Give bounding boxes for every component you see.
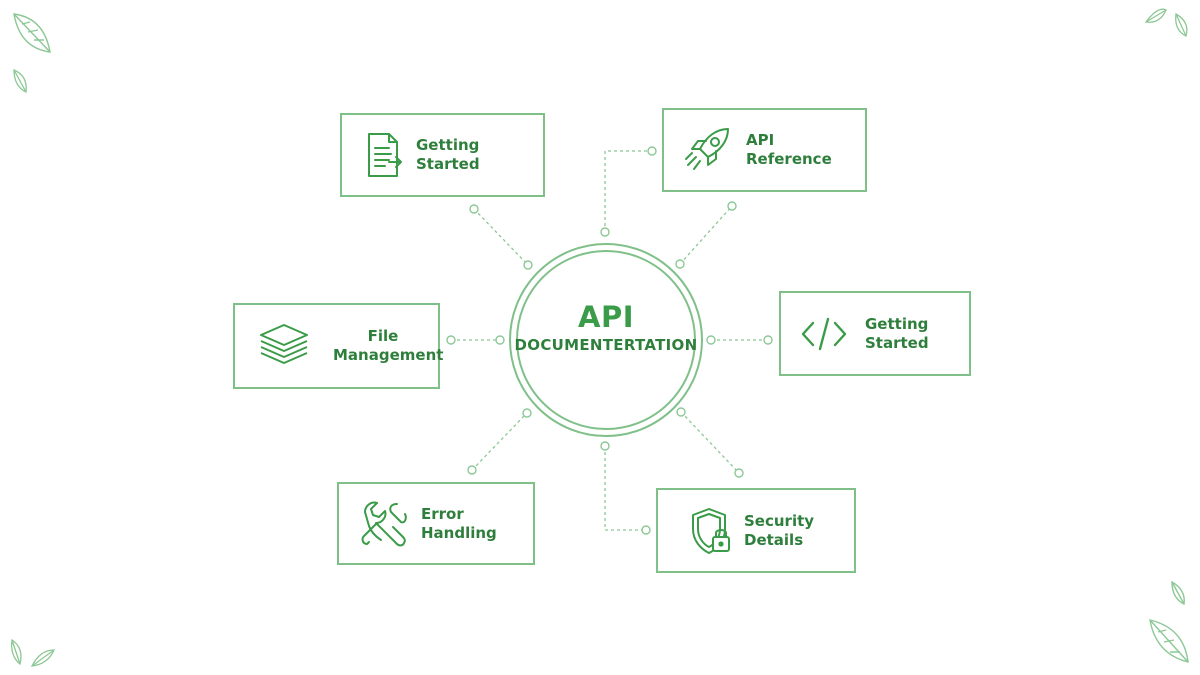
center-title: API <box>578 300 634 334</box>
connector-dot <box>467 465 477 475</box>
node-getting-started-right[interactable]: Getting Started <box>779 291 971 376</box>
center-label: API DOCUMENTERTATION <box>511 300 701 356</box>
wrench-icon <box>357 498 409 550</box>
connector-dot <box>522 408 532 418</box>
node-api-reference[interactable]: API Reference <box>662 108 867 192</box>
connector-dot <box>495 335 505 345</box>
connector-error-handling <box>471 412 528 471</box>
connector-dot <box>647 146 657 156</box>
node-label: Getting Started <box>416 136 480 173</box>
node-security-details[interactable]: Security Details <box>656 488 856 573</box>
connector-dot <box>675 259 685 269</box>
node-label: File Management <box>333 327 444 364</box>
node-file-management[interactable]: File Management <box>233 303 444 389</box>
connector-dot <box>446 335 456 345</box>
connector-dot <box>763 335 773 345</box>
node-label: Error Handling <box>421 504 497 542</box>
center-outer-ring <box>509 243 703 437</box>
connector-security-diagonal <box>680 411 740 474</box>
connector-dot <box>734 468 744 478</box>
center-inner-ring <box>516 250 696 430</box>
node-error-handling[interactable]: Error Handling <box>337 482 535 565</box>
code-icon <box>801 316 847 352</box>
connector-api-reference <box>604 150 652 232</box>
leaf-top-left-icon <box>13 13 51 53</box>
leaf-bottom-right-icon <box>1149 580 1189 663</box>
connector-dot <box>706 335 716 345</box>
connector-dot <box>676 407 686 417</box>
node-label: Getting Started <box>865 314 929 352</box>
connector-security-details <box>604 446 646 531</box>
center-subtitle: DOCUMENTERTATION <box>514 336 698 354</box>
node-label: API Reference <box>746 131 832 168</box>
shield-lock-icon <box>690 507 734 555</box>
connector-api-reference-diagonal <box>679 205 733 265</box>
rocket-icon <box>684 125 732 175</box>
document-icon <box>362 131 408 179</box>
connector-dot <box>523 260 533 270</box>
leaf-top-right-icon <box>1144 8 1188 37</box>
leaf-small-top-left-icon <box>13 69 27 93</box>
connector-dot <box>469 204 479 214</box>
connector-dot <box>600 227 610 237</box>
connector-dot <box>600 441 610 451</box>
node-getting-started-top[interactable]: Getting Started <box>340 113 545 197</box>
layers-icon <box>259 322 309 370</box>
connector-getting-started-top <box>473 208 529 266</box>
connector-dot <box>727 201 737 211</box>
connector-dot <box>641 525 651 535</box>
leaf-bottom-left-icon <box>11 638 55 667</box>
node-label: Security Details <box>744 511 815 549</box>
